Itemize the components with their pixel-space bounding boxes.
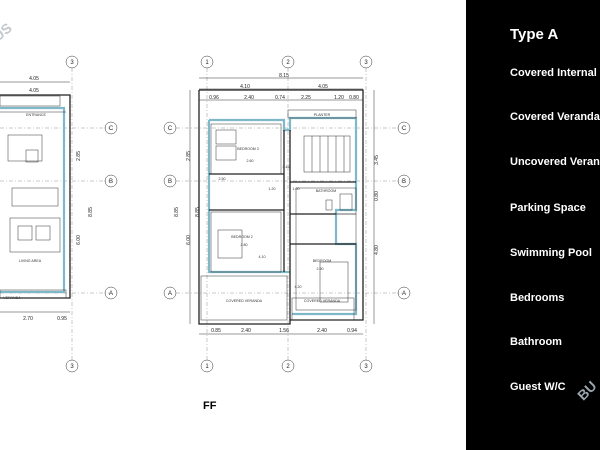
dimension: 2.85 [186,151,192,161]
axis-label: C [109,126,114,132]
room-dimension: 2.90 [317,267,324,271]
axis-label: B [402,179,406,185]
axis-label: A [109,291,113,297]
legend-item-covered-internal: Covered Internal [510,67,597,79]
room-label: VERANDA [3,296,21,300]
axis-label: 3 [364,364,368,370]
dimension: 8.15 [279,73,289,79]
axis-label: B [168,179,172,185]
axis-label: 2 [286,364,290,370]
dimension: 8.85 [195,207,201,217]
dimension: 8.85 [88,207,94,217]
legend-item-uncovered-veranda: Uncovered Veranda [510,156,600,168]
dimension: 4.05 [29,88,39,94]
room-dimension: 1.20 [269,187,276,191]
axis-label: C [402,126,407,132]
axis-label: B [109,179,113,185]
dimension: 0.95 [57,316,67,322]
ground-floor-plan: 4.05 4.05 2.85 6.00 8.85 2.70 0.95 ENTRA… [0,20,94,322]
legend-item-parking-space: Parking Space [510,202,586,214]
dimension: 1.56 [279,328,289,334]
room-dimension: 4.20 [295,285,302,289]
axis-label: A [402,291,406,297]
legend-title: Type A [510,26,559,43]
dimension: 2.25 [301,95,311,101]
dimension: 6.00 [76,235,82,245]
axis-label: 3 [70,60,74,66]
dimension: 8.85 [174,207,180,217]
dimension: 2.70 [23,316,33,322]
room-label: COVERED VERANDA [304,299,341,303]
dimension: 4.05 [29,76,39,82]
dimension: 4.80 [374,245,380,255]
room-label: BATHROOM [316,189,337,193]
floor-plan: 1 2 3 3 1 2 3 3 C B A C B A C B A 4.05 4… [0,20,411,373]
dimension: 3.45 [374,155,380,165]
dimension: 2.40 [241,328,251,334]
dimension: 0.80 [349,95,359,101]
axis-label: 1 [205,364,209,370]
axis-label: A [168,291,172,297]
room-label: BEDROOM 3 [237,147,259,151]
axis-label: 3 [70,364,74,370]
legend-item-bathroom: Bathroom [510,336,562,348]
axis-label: 2 [286,60,290,66]
dimension: 0.85 [211,328,221,334]
dimension: 6.00 [186,235,192,245]
dimension: 0.80 [374,191,380,201]
dimension: 0.94 [347,328,357,334]
first-floor-plan: 8.15 4.10 4.05 0.96 2.40 0.74 2.25 1.20 … [174,73,380,335]
room-dimension: 2.80 [241,243,248,247]
room-dimension: 2.60 [247,159,254,163]
dimension: 2.40 [317,328,327,334]
axis-label: C [168,126,173,132]
room-dimension: 2.50 [219,177,226,181]
room-dimension: 4.10 [259,255,266,259]
room-dimension: 1.00 [293,187,300,191]
legend-item-guest-wc: Guest W/C [510,381,566,393]
room-label: COVERED VERANDA [226,299,263,303]
watermark-left: US [0,20,15,45]
dimension: 2.85 [76,151,82,161]
room-label: BEDROOM [313,259,332,263]
room-label: ENTRANCE [26,113,46,117]
axis-markers: 1 2 3 3 1 2 3 3 C B A C B A C B A [65,55,411,373]
room-label: PLANTER [314,113,331,117]
dimension: 0.74 [275,95,285,101]
room-label: BEDROOM 2 [231,235,253,239]
dimension: 4.05 [318,84,328,90]
dimension: 4.10 [240,84,250,90]
dimension: 0.96 [209,95,219,101]
dimension: 2.40 [244,95,254,101]
legend-item-swimming-pool: Swimming Pool [510,247,592,259]
legend-item-bedrooms: Bedrooms [510,292,565,304]
room-label: LIVING AREA [19,259,42,263]
room-dimension: 3.45 [283,165,290,169]
dimension: 1.20 [334,95,344,101]
axis-label: 1 [205,60,209,66]
axis-label: 3 [364,60,368,66]
legend-item-covered-veranda: Covered Veranda [510,111,600,123]
legend-panel: Type A Covered Internal Covered Veranda … [466,0,600,450]
floor-label: FF [203,400,217,412]
